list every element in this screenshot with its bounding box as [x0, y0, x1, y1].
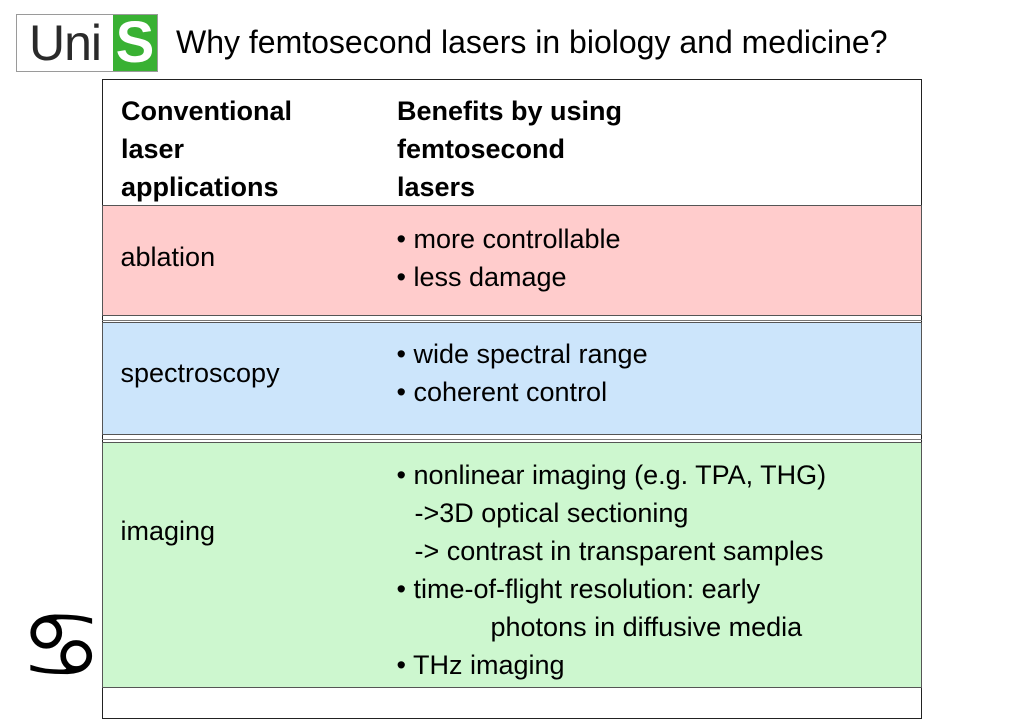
cancer-zodiac-icon: ♋ [20, 592, 103, 699]
logo-s-text: S [113, 15, 157, 71]
row-label: spectroscopy [120, 358, 280, 388]
header-left-line: laser [121, 134, 185, 164]
benefit-list: • wide spectral range • coherent control [397, 335, 648, 411]
unis-logo: Uni S [16, 14, 158, 72]
header-femtosecond-benefits: Benefits by using femtosecond lasers [397, 92, 622, 206]
benefit-list: • more controllable • less damage [397, 220, 621, 296]
comparison-table: Conventional laser applications Benefits… [101, 79, 922, 719]
benefit-continuation: photons in diffusive media [490, 612, 803, 642]
benefit-item: • coherent control [396, 377, 608, 407]
row-label: imaging [120, 516, 216, 546]
benefit-item: • THz imaging [396, 650, 565, 680]
header-right-line: lasers [397, 172, 476, 202]
row-separator [101, 320, 922, 321]
benefit-item: • wide spectral range [396, 339, 648, 369]
benefit-list: • nonlinear imaging (e.g. TPA, THG) ->3D… [397, 456, 827, 684]
benefit-item: • more controllable [396, 224, 621, 254]
row-ablation: ablation • more controllable • less dama… [101, 205, 922, 316]
benefit-item: • time-of-flight resolution: early [396, 574, 761, 604]
benefit-subitem: ->3D optical sectioning [414, 498, 689, 528]
header-left-line: applications [121, 172, 279, 202]
header-right-line: femtosecond [397, 134, 566, 164]
header-left-line: Conventional [121, 96, 293, 126]
row-spectroscopy: spectroscopy • wide spectral range • coh… [101, 322, 922, 435]
logo-uni-text: Uni [28, 15, 102, 71]
benefit-subitem: -> contrast in transparent samples [414, 536, 824, 566]
benefit-item: • nonlinear imaging (e.g. TPA, THG) [396, 460, 827, 490]
row-label: ablation [120, 242, 216, 272]
header-conventional-applications: Conventional laser applications [121, 92, 292, 206]
benefit-item: • less damage [396, 262, 567, 292]
row-imaging: imaging • nonlinear imaging (e.g. TPA, T… [101, 442, 922, 688]
header-right-line: Benefits by using [397, 96, 623, 126]
row-separator [101, 439, 922, 440]
slide-title: Why femtosecond lasers in biology and me… [176, 24, 888, 60]
